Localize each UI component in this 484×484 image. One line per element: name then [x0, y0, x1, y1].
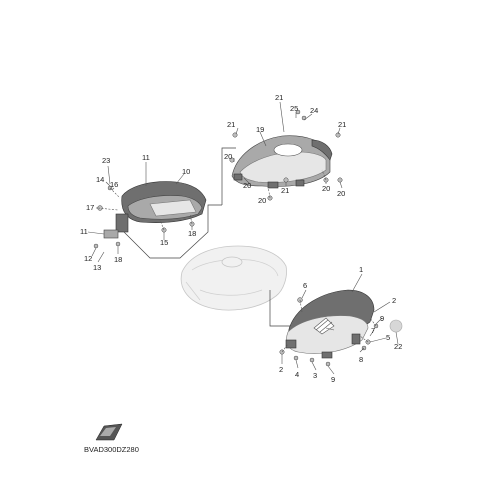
- callout-11: 11: [80, 227, 88, 236]
- callout-5: 5: [386, 333, 390, 342]
- callout-17: 17: [86, 203, 94, 212]
- hardware-fasteners: [93, 109, 403, 367]
- callout-20: 20: [224, 152, 232, 161]
- callout-16: 16: [110, 180, 118, 189]
- callout-14: 14: [96, 175, 104, 184]
- callout-2: 2: [279, 365, 283, 374]
- callout-23: 23: [102, 156, 110, 165]
- left-side-cover: [103, 181, 207, 239]
- right-side-cover: [285, 289, 375, 359]
- callout-9: 9: [331, 375, 335, 384]
- manufacturer-emblem-icon: [95, 423, 123, 441]
- callout-3: 3: [313, 371, 317, 380]
- callout-20: 20: [243, 181, 251, 190]
- callout-labels: 1 2 9 7 5 22 8 6 2 4 3 9 21 25 24 21 19 …: [80, 93, 402, 384]
- callout-8: 8: [359, 355, 363, 364]
- callout-21: 21: [227, 120, 235, 129]
- callout-15: 15: [160, 238, 168, 247]
- callout-21: 21: [338, 120, 346, 129]
- callout-6: 6: [303, 281, 307, 290]
- callout-19: 19: [256, 125, 264, 134]
- callout-18: 18: [114, 255, 122, 264]
- callout-20: 20: [337, 189, 345, 198]
- callout-20: 20: [258, 196, 266, 205]
- callout-4: 4: [295, 370, 299, 379]
- assembly-guides: [97, 147, 377, 353]
- callout-10: 10: [182, 167, 190, 176]
- callout-leader-lines: [87, 101, 399, 375]
- callout-22: 22: [394, 342, 402, 351]
- callout-12: 12: [84, 254, 92, 263]
- callout-7: 7: [371, 326, 375, 335]
- callout-24: 24: [310, 106, 318, 115]
- callout-11: 11: [142, 153, 150, 162]
- callout-13: 13: [93, 263, 101, 272]
- callout-2: 2: [392, 296, 396, 305]
- callout-18: 18: [188, 229, 196, 238]
- callout-20: 20: [322, 184, 330, 193]
- callout-1: 1: [359, 265, 363, 274]
- callout-21: 21: [275, 93, 283, 102]
- callout-25: 25: [290, 104, 298, 113]
- callout-21: 21: [281, 186, 289, 195]
- fuel-tank-outline-icon: [180, 245, 287, 311]
- tank-rear-cover: [231, 135, 333, 189]
- callout-9: 9: [380, 314, 384, 323]
- diagram-code: BVAD300DZ280: [84, 445, 139, 454]
